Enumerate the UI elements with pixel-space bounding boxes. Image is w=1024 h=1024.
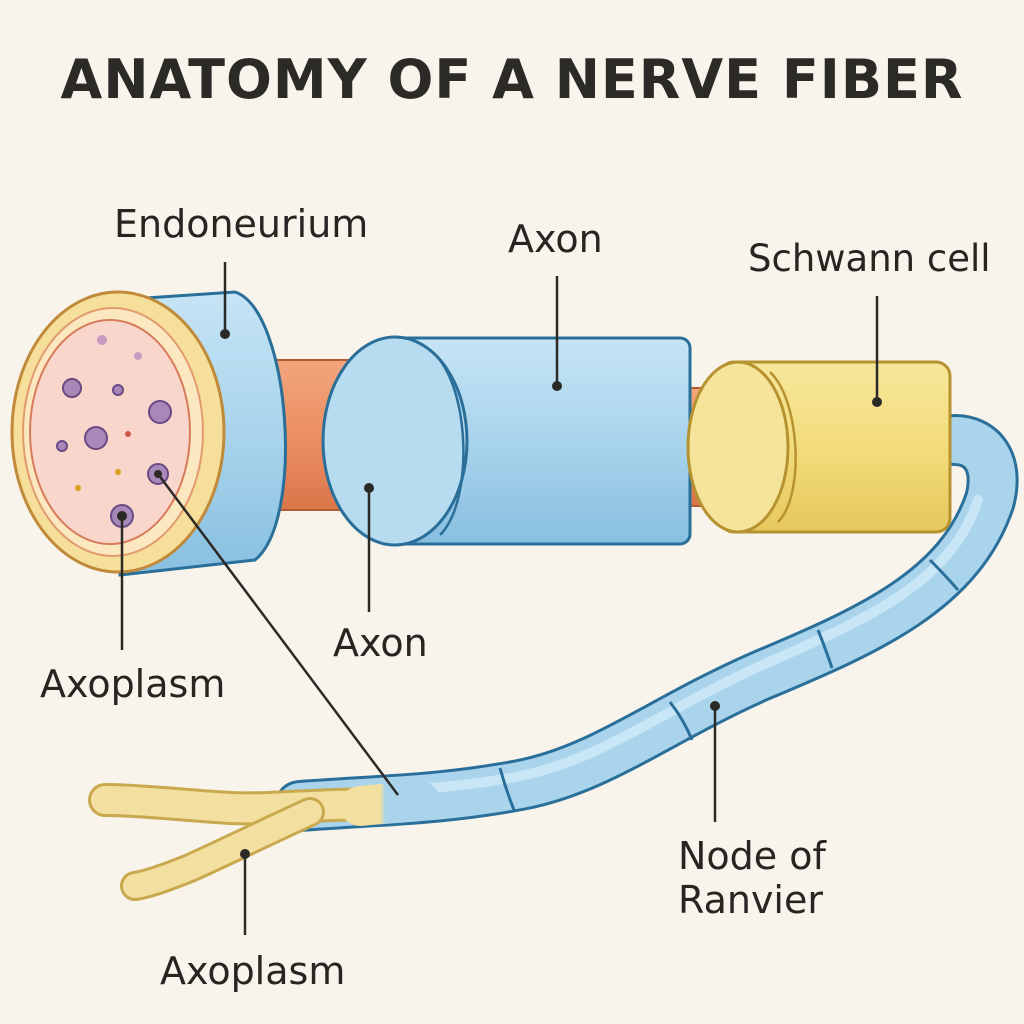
tail-node-marks xyxy=(498,558,960,811)
myelin-sheath-middle-end xyxy=(321,335,469,547)
myelin-sheath-middle-fold xyxy=(429,349,465,536)
label-axoplasm-bottom: Axoplasm xyxy=(160,949,346,993)
label-endoneurium: Endoneurium xyxy=(114,202,369,246)
schwann-cell-fold xyxy=(769,371,797,523)
leader-lines xyxy=(120,262,879,935)
tail-nerve xyxy=(277,417,1016,829)
tail-blend xyxy=(340,781,440,826)
label-axon-middle: Axon xyxy=(333,621,428,665)
pointer-dots xyxy=(117,329,882,859)
cross-section-axoplasm xyxy=(29,319,191,545)
label-axon-top: Axon xyxy=(508,217,603,261)
cross-section-dots xyxy=(75,335,142,491)
label-node-of-ranvier: Node of Ranvier xyxy=(678,834,826,922)
axoplasm-branch-lower xyxy=(123,800,322,898)
label-axoplasm-left: Axoplasm xyxy=(40,662,226,706)
page-title: ANATOMY OF A NERVE FIBER xyxy=(60,48,964,111)
schwann-cell-end xyxy=(686,360,790,534)
label-schwann-cell: Schwann cell xyxy=(748,237,991,280)
